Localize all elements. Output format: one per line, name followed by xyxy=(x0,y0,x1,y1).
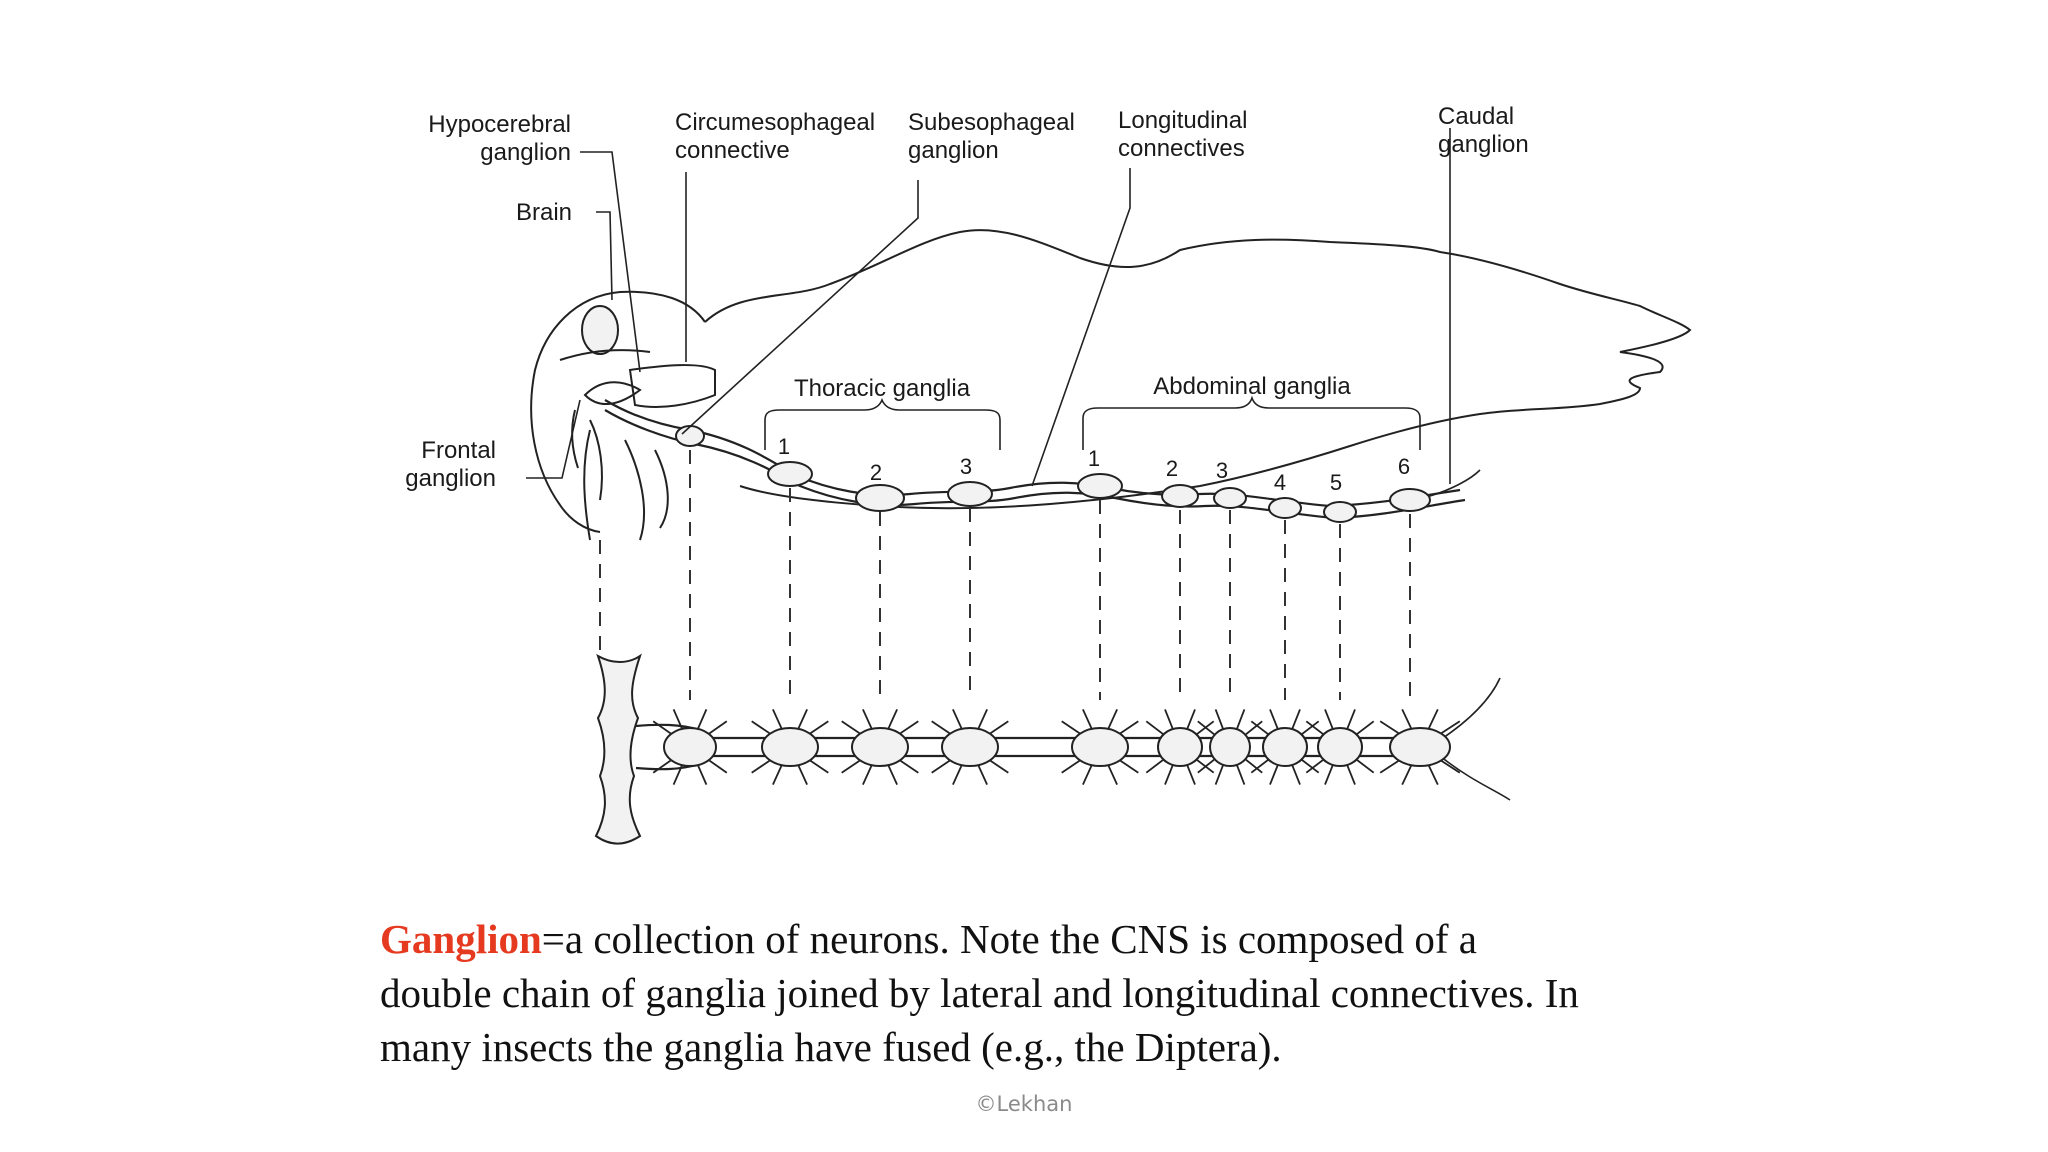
leader-lines xyxy=(526,128,1451,487)
ventral-nerve-chain-dorsal-view xyxy=(594,653,1511,845)
ganglion-body xyxy=(761,727,819,767)
ventral-nerve-cord-side xyxy=(604,399,1481,523)
dorsal-ganglion xyxy=(1250,709,1320,785)
dorsal-ganglion xyxy=(652,709,728,785)
ganglion-body xyxy=(941,727,999,767)
dorsal-ganglion xyxy=(1305,709,1375,785)
abdominal-ganglion-number-3: 3 xyxy=(1216,458,1228,483)
caption-line-3: many insects the ganglia have fused (e.g… xyxy=(380,1024,1282,1070)
ganglion-body xyxy=(1317,727,1363,767)
dorsal-ganglion xyxy=(1197,709,1263,785)
label-circumesophageal-1: Circumesophageal xyxy=(675,109,875,136)
label-subesophageal-2: ganglion xyxy=(908,137,999,164)
ganglion-body xyxy=(1209,727,1251,767)
label-longitudinal-1: Longitudinal xyxy=(1118,107,1247,134)
ganglion-body xyxy=(1071,727,1129,767)
dorsal-ganglion xyxy=(1061,709,1139,785)
label-caudal-1: Caudal xyxy=(1438,103,1514,130)
thoracic-ganglion-number-1: 1 xyxy=(778,434,790,459)
diagram-labels: Hypocerebral ganglion Brain Circumesopha… xyxy=(405,103,1529,492)
ganglion-body xyxy=(663,727,717,767)
caption: Ganglion=a collection of neurons. Note t… xyxy=(380,912,1710,1074)
label-caudal-2: ganglion xyxy=(1438,131,1529,158)
label-thoracic-ganglia: Thoracic ganglia xyxy=(794,375,971,402)
label-longitudinal-2: connectives xyxy=(1118,135,1245,162)
label-circumesophageal-2: connective xyxy=(675,137,790,164)
label-frontal-2: ganglion xyxy=(405,465,496,492)
label-hypocerebral-1: Hypocerebral xyxy=(428,111,571,138)
ganglion-body xyxy=(1389,727,1451,767)
thoracic-ganglion-number-2: 2 xyxy=(870,460,882,485)
dorsal-ganglion xyxy=(751,709,829,785)
abdominal-ganglion-number-5: 5 xyxy=(1330,470,1342,495)
ganglion-body xyxy=(851,727,909,767)
ganglia-brackets xyxy=(764,395,1421,450)
abdominal-ganglion-number-4: 4 xyxy=(1274,470,1286,495)
abdominal-ganglion-number-6: 6 xyxy=(1398,454,1410,479)
label-frontal-1: Frontal xyxy=(421,437,496,464)
thoracic-ganglion-number-3: 3 xyxy=(960,454,972,479)
label-hypocerebral-2: ganglion xyxy=(480,139,571,166)
label-brain: Brain xyxy=(516,199,572,226)
dorsal-ganglion xyxy=(1145,709,1215,785)
label-abdominal-ganglia: Abdominal ganglia xyxy=(1153,373,1351,400)
caption-term: Ganglion xyxy=(380,916,542,962)
dorsal-ganglion xyxy=(1379,709,1461,785)
ganglion-numbers: 1 2 3 1 2 3 4 5 6 xyxy=(778,434,1410,495)
caption-text-1: =a collection of neurons. Note the CNS i… xyxy=(541,916,1477,962)
ganglion-body xyxy=(1157,727,1203,767)
head-structures xyxy=(559,305,716,501)
abdominal-ganglion-number-1: 1 xyxy=(1088,446,1100,471)
label-subesophageal-1: Subesophageal xyxy=(908,109,1075,136)
dorsal-ganglion xyxy=(841,709,919,785)
ganglion-body xyxy=(1262,727,1308,767)
caption-line-2: double chain of ganglia joined by latera… xyxy=(380,970,1579,1016)
correspondence-lines xyxy=(599,450,1411,700)
caption-line-1: Ganglion=a collection of neurons. Note t… xyxy=(380,912,1710,966)
abdominal-ganglion-number-2: 2 xyxy=(1166,456,1178,481)
dorsal-ganglion xyxy=(931,709,1009,785)
credit: ©Lekhan xyxy=(975,1092,1073,1116)
